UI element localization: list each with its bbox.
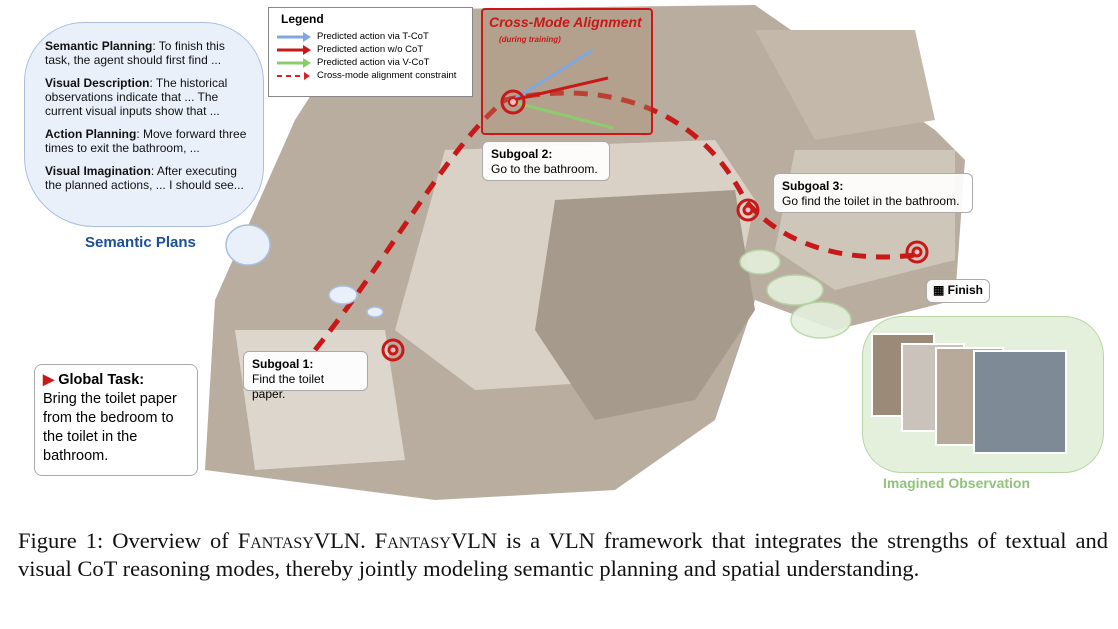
semantic-plans-bubble: Semantic Planning: To finish this task, … <box>24 22 264 227</box>
caption-name: FantasyVLN <box>237 528 361 553</box>
global-task-heading: ▶ Global Task: <box>43 371 189 390</box>
subgoal-title: Subgoal 1: <box>252 357 314 371</box>
legend-label: Predicted action via T-CoT <box>317 31 429 42</box>
finish-label: Finish <box>947 283 984 297</box>
cross-mode-alignment-panel: Cross-Mode Alignment (during training) <box>481 8 653 135</box>
legend-item: Predicted action via T-CoT <box>277 30 464 43</box>
figure-caption: Figure 1: Overview of FantasyVLN. Fantas… <box>18 527 1108 583</box>
legend-label: Predicted action w/o CoT <box>317 44 424 55</box>
caption-text: . <box>360 528 375 553</box>
legend-item: Predicted action w/o CoT <box>277 43 464 56</box>
subgoal-title: Subgoal 3: <box>782 179 844 193</box>
plan-text: : Move forward three times to exit the b… <box>45 127 247 155</box>
plan-key: Semantic Planning <box>45 39 153 53</box>
plan-key: Visual Description <box>45 76 150 90</box>
legend-item: Cross-mode alignment constraint <box>277 69 464 82</box>
plan-text: : After executing the planned actions, .… <box>45 164 244 192</box>
global-task-title: Global Task: <box>58 372 145 388</box>
imagined-observation-panel <box>862 316 1104 473</box>
subgoal-3-box: Subgoal 3:Go find the toilet in the bath… <box>773 173 973 213</box>
legend-title: Legend <box>281 12 324 26</box>
arrow-icon <box>277 44 311 55</box>
subgoal-text: Go to the bathroom. <box>491 162 598 176</box>
legend-label: Cross-mode alignment constraint <box>317 70 457 81</box>
legend-label: Predicted action via V-CoT <box>317 57 430 68</box>
imagined-observation-label: Imagined Observation <box>883 475 1031 491</box>
subgoal-2-box: Subgoal 2:Go to the bathroom. <box>482 141 610 181</box>
caption-text: is a VLN framework that integrates the s… <box>18 528 1108 581</box>
global-task-text: Bring the toilet paper from the bedroom … <box>43 391 177 464</box>
subgoal-text: Go find the toilet in the bathroom. <box>782 194 960 208</box>
finish-box: ▦ Finish <box>926 279 990 303</box>
cma-subtitle: (during training) <box>499 35 561 44</box>
subgoal-title: Subgoal 2: <box>491 147 553 161</box>
subgoal-text: Find the toilet paper. <box>252 372 325 401</box>
dashed-arrow-icon <box>277 71 310 80</box>
arrow-icon <box>277 57 311 68</box>
plan-text: : To finish this task, the agent should … <box>45 39 225 67</box>
checkered-flag-icon: ▦ <box>933 283 948 297</box>
caption-name: FantasyVLN <box>374 528 498 553</box>
legend: Legend Predicted action via T-CoT Predic… <box>268 7 473 97</box>
subgoal-1-box: Subgoal 1:Find the toilet paper. <box>243 351 368 401</box>
plan-key: Action Planning <box>45 127 137 141</box>
plan-key: Visual Imagination <box>45 164 151 178</box>
semantic-plans-label: Semantic Plans <box>85 234 196 251</box>
global-task-box: ▶ Global Task: Bring the toilet paper fr… <box>34 364 198 476</box>
imagined-frame <box>973 350 1067 454</box>
plan-text: : The historical observations indicate t… <box>45 76 228 118</box>
legend-item: Predicted action via V-CoT <box>277 56 464 69</box>
caption-text: Figure 1: Overview of <box>18 528 238 553</box>
red-flag-icon: ▶ <box>43 372 59 388</box>
arrow-icon <box>277 31 311 42</box>
cma-title: Cross-Mode Alignment <box>489 14 642 30</box>
cma-arrows <box>500 48 614 130</box>
